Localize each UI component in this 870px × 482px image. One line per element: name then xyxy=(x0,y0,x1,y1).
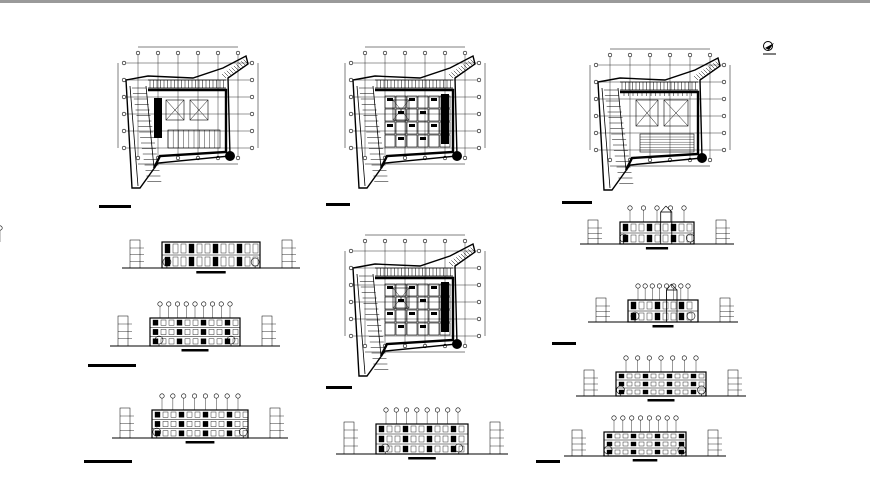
elevation-right-1 xyxy=(580,205,734,250)
tree-icon xyxy=(630,311,640,322)
elevation-right-4 xyxy=(564,415,726,462)
elevation-center-1 xyxy=(336,407,508,460)
sheet-frame-line xyxy=(0,0,870,3)
plan-roof xyxy=(589,48,731,191)
elevation-left-1 xyxy=(0,225,300,274)
tree-icon xyxy=(380,443,390,454)
tree-icon xyxy=(686,311,696,322)
elevation-left-3 xyxy=(112,393,288,444)
tree-icon xyxy=(454,443,464,454)
elevation-title-bar xyxy=(88,364,136,367)
elevation-left-2 xyxy=(110,301,280,352)
plan-title-bar xyxy=(326,386,352,389)
tree-icon xyxy=(677,445,687,456)
tree-icon xyxy=(154,335,164,346)
north-arrow-icon xyxy=(763,41,776,55)
tree-icon xyxy=(250,257,260,268)
elevation-right-2 xyxy=(588,283,738,328)
plan-second-floor xyxy=(344,234,486,377)
elevation-title-bar xyxy=(536,460,560,463)
tree-icon xyxy=(226,335,236,346)
plan-first-floor xyxy=(344,46,486,189)
elevation-title-bar xyxy=(84,460,132,463)
plan-ground-floor xyxy=(117,46,259,189)
tree-icon xyxy=(619,233,629,244)
tree-icon xyxy=(238,427,248,438)
elevation-right-3 xyxy=(576,355,746,402)
tree-icon xyxy=(697,385,706,396)
plan-title-bar xyxy=(562,201,592,204)
tree-icon xyxy=(162,257,172,268)
plan-title-bar xyxy=(326,203,350,206)
tree-icon xyxy=(685,233,695,244)
plan-title-bar xyxy=(99,205,131,208)
tree-icon xyxy=(603,445,613,456)
elevation-title-bar xyxy=(552,342,576,345)
tree-icon xyxy=(616,385,625,396)
tree-icon xyxy=(152,427,162,438)
